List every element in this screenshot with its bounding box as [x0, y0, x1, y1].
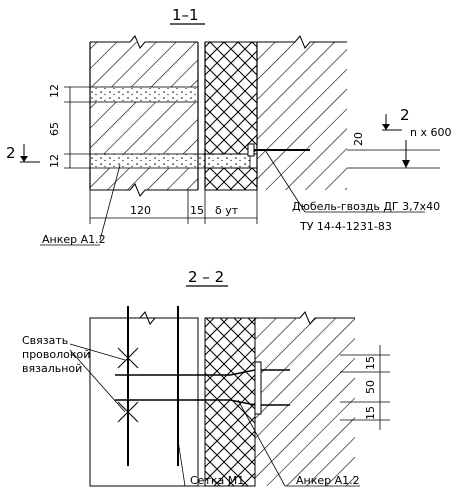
dim-15: 15 — [190, 204, 204, 217]
dim-15-bottom-2: 15 — [364, 406, 377, 420]
section-mark-left: 2 — [6, 144, 16, 162]
mortar-joint-bottom — [89, 153, 251, 169]
label-anchor-1: Анкер А1.2 — [42, 233, 106, 246]
dim-120: 120 — [130, 204, 151, 217]
dim-50: 50 — [364, 380, 377, 394]
brick-layer-left — [90, 42, 198, 190]
label-tu: ТУ 14-4-1231-83 — [299, 220, 392, 233]
section-1-1: 1–1 — [6, 6, 451, 246]
section-mark-right: 2 — [400, 106, 410, 124]
label-tie-1: Связать — [22, 334, 68, 347]
section-2-title: 2 – 2 — [188, 268, 224, 286]
dim-n600: n x 600 — [410, 126, 451, 139]
dim-12-top: 12 — [48, 84, 61, 98]
label-anchor-2: Анкер А1.2 — [296, 474, 360, 487]
dim-sut: δ ут — [215, 204, 239, 217]
brick-layer-right-2 — [255, 318, 355, 486]
mortar-joint-top — [89, 86, 199, 103]
label-tie-3: вязальной — [22, 362, 82, 375]
brick-layer-right — [257, 42, 347, 190]
dim-12-bottom: 12 — [48, 154, 61, 168]
anchor-rod — [115, 369, 290, 376]
label-mesh: Сетка М1 — [190, 474, 244, 487]
bottom-dimensions: 120 15 δ ут — [89, 190, 258, 224]
section-2-2: 2 – 2 15 50 15 Связать проволокой — [22, 268, 390, 487]
section-1-title: 1–1 — [172, 6, 199, 24]
insulation-layer-2 — [204, 317, 256, 487]
label-dowel: Дюбель-гвоздь ДГ 3,7х40 — [292, 200, 440, 213]
label-tie-2: проволокой — [22, 348, 90, 361]
left-dimensions: 12 65 12 — [48, 84, 90, 169]
insulation-layer — [204, 41, 258, 155]
dim-65: 65 — [48, 122, 61, 136]
dim-20: 20 — [352, 132, 365, 146]
dim-15-top-2: 15 — [364, 356, 377, 370]
